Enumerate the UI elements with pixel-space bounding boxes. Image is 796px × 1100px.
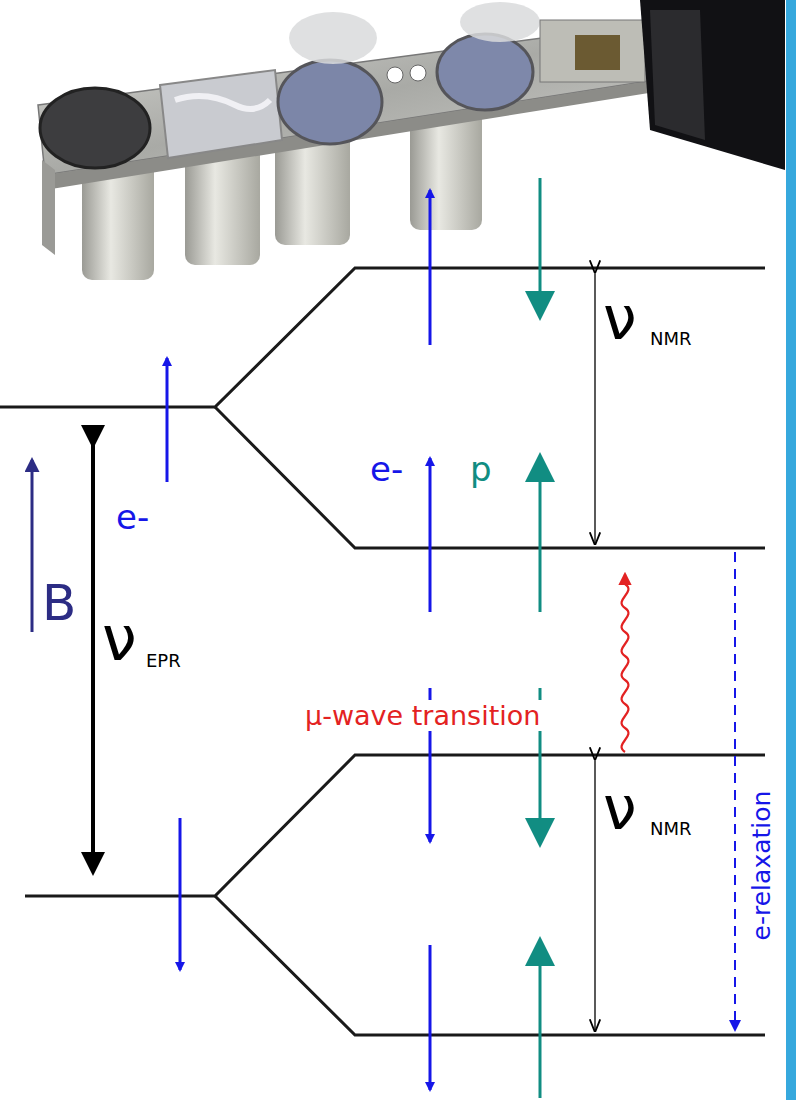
field-label: B (42, 578, 76, 628)
subscript: NMR (650, 330, 692, 348)
subscript: NMR (650, 820, 692, 838)
epr-arrow (91, 445, 95, 872)
nu-symbol: ν (102, 608, 137, 670)
relaxation-arrow (734, 552, 736, 1030)
spin-label: p (470, 452, 492, 486)
spin-label: e- (370, 452, 403, 486)
transition-label: μ-wave transition (302, 700, 543, 731)
spin-label: e- (116, 500, 149, 534)
field-arrow (31, 460, 34, 632)
microwave-arrow (622, 574, 629, 752)
nmr-arrow (594, 272, 595, 544)
sample-holder-photo (38, 0, 785, 280)
nmr-arrow (594, 759, 595, 1031)
nu-symbol: ν (603, 778, 637, 838)
subscript: EPR (146, 652, 181, 670)
energy-levels (0, 268, 765, 1035)
spin-arrows (167, 178, 540, 1098)
nu-symbol: ν (603, 288, 637, 348)
relaxation-label: e-relaxation (750, 790, 775, 940)
